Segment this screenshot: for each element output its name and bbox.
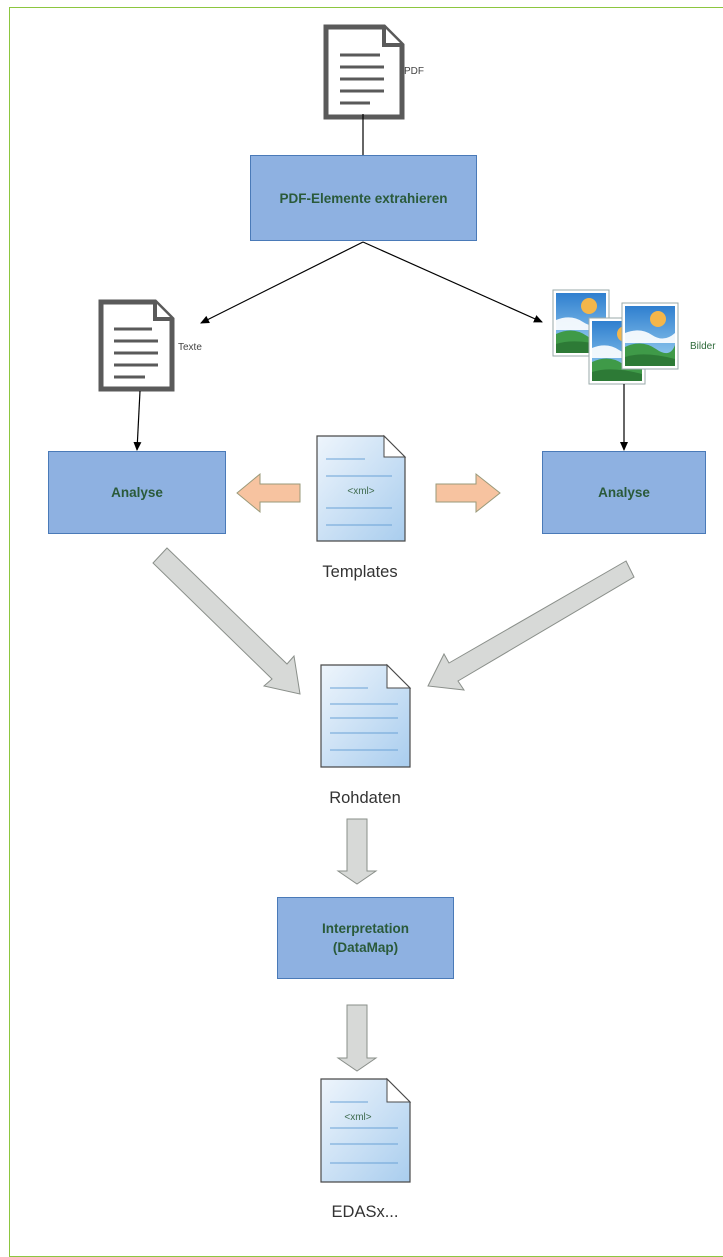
xml-tag-label: <xml>: [344, 1112, 371, 1123]
analyse-box-left: Analyse: [48, 451, 226, 534]
bilder-label: Bilder: [690, 341, 716, 352]
arrow-left-analyse-to-rohdaten: [152, 547, 301, 695]
text-document-icon: [98, 299, 175, 392]
xml-tag-label: <xml>: [347, 486, 374, 497]
pdf-label: PDF: [404, 66, 424, 77]
images-icon: [552, 289, 679, 385]
arrow-rohdaten-to-interpretation: [336, 818, 378, 885]
arrow-texte-to-analyse: [133, 390, 142, 451]
texte-label: Texte: [178, 342, 202, 353]
arrow-right-analyse-to-rohdaten: [427, 560, 635, 691]
rohdaten-document-icon: [320, 663, 412, 768]
xml-document-icon: <xml>: [316, 434, 407, 542]
edas-xml-document-icon: <xml>: [320, 1077, 412, 1183]
extract-box: PDF-Elemente extrahieren: [250, 155, 477, 241]
interpretation-box: Interpretation (DataMap): [277, 897, 454, 979]
analyse-box-right: Analyse: [542, 451, 706, 534]
pdf-document-icon: [323, 24, 405, 120]
arrow-template-to-right-analyse: [435, 472, 501, 514]
arrow-template-to-left-analyse: [236, 472, 301, 514]
rohdaten-label: Rohdaten: [329, 789, 401, 807]
edas-label: EDASx...: [331, 1203, 399, 1221]
templates-label: Templates: [322, 563, 398, 581]
arrow-to-bilder: [362, 241, 543, 323]
arrow-interpretation-to-edas: [336, 1004, 378, 1072]
arrow-to-texte: [200, 241, 364, 324]
